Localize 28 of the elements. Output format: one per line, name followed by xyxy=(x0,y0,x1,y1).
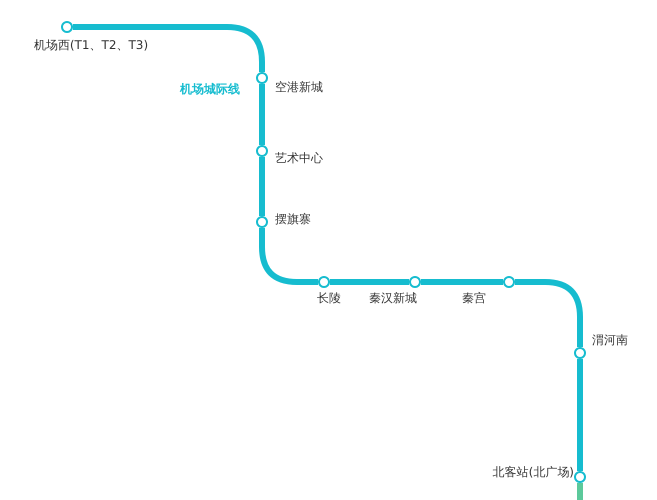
line-name: 机场城际线 xyxy=(180,82,240,96)
station-circle xyxy=(503,276,515,288)
station-circle xyxy=(574,347,586,359)
station-name: 摆旗寨 xyxy=(275,212,311,226)
station-circle xyxy=(574,471,586,483)
station-name: 北客站(北广场) xyxy=(492,465,574,479)
metro-line-segment xyxy=(577,359,583,471)
metro-line-segment xyxy=(259,228,318,285)
station-name: 艺术中心 xyxy=(275,151,323,165)
metro-line-segment xyxy=(330,279,409,285)
station-name: 渭河南 xyxy=(592,333,628,347)
metro-line-segment xyxy=(421,279,503,285)
metro-line-segment xyxy=(73,24,265,72)
station-name: 长陵 xyxy=(317,291,341,305)
station-circle xyxy=(256,145,268,157)
metro-line-segment xyxy=(515,279,583,347)
metro-line-segment xyxy=(577,483,583,500)
station-circle xyxy=(409,276,421,288)
station-circle xyxy=(318,276,330,288)
station-name: 秦宫 xyxy=(462,291,486,305)
station-name: 秦汉新城 xyxy=(369,291,417,305)
station-circle xyxy=(256,216,268,228)
station-circle xyxy=(256,72,268,84)
station-name: 空港新城 xyxy=(275,80,323,94)
station-name: 机场西(T1、T2、T3) xyxy=(34,38,148,52)
metro-line-segment xyxy=(259,157,265,216)
station-circle xyxy=(61,21,73,33)
metro-line-segment xyxy=(259,84,265,145)
